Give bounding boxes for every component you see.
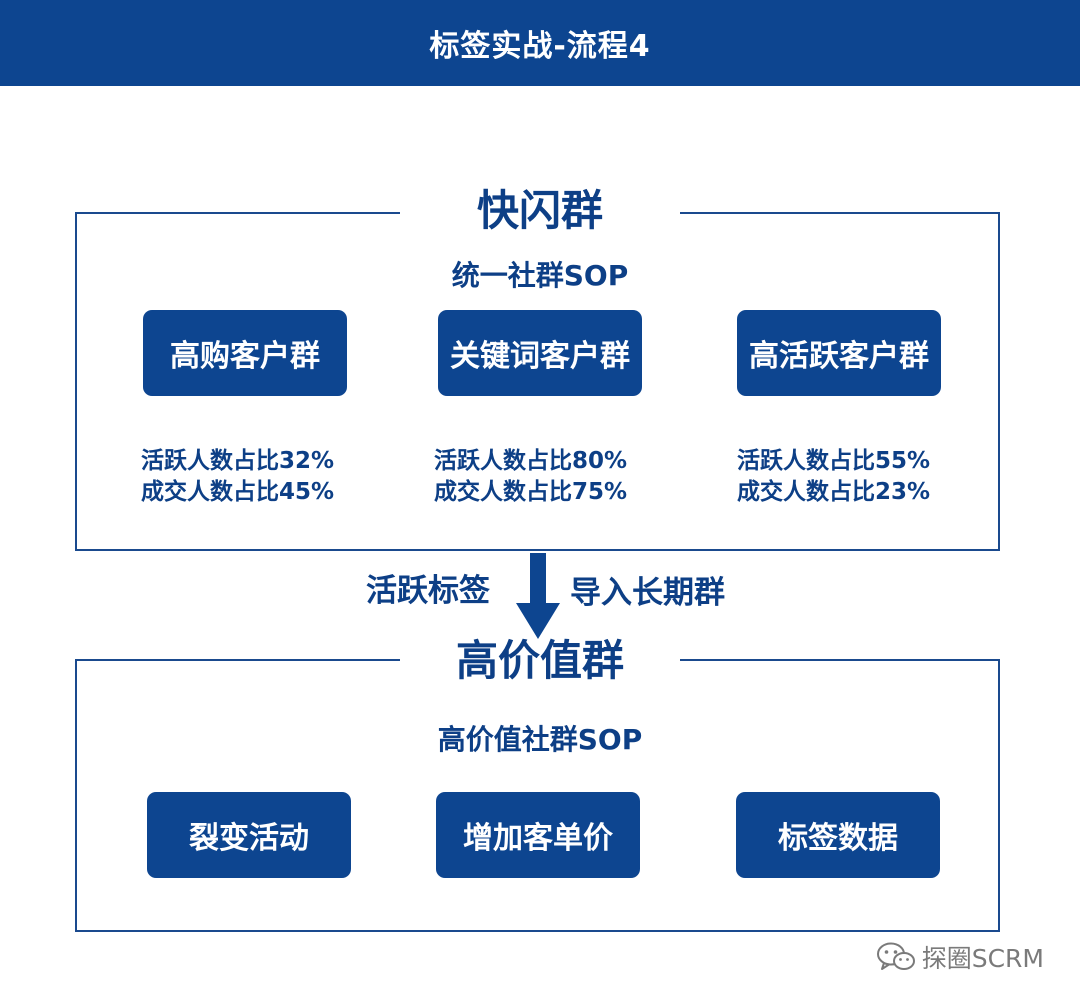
flow-left-label: 活跃标签 [366, 573, 490, 609]
deal-ratio: 成交人数占比45% [141, 479, 335, 505]
group-stats-high-active: 活跃人数占比55% 成交人数占比23% [737, 446, 997, 508]
header-title: 标签实战-流程4 [429, 29, 651, 64]
group-stats-keyword: 活跃人数占比80% 成交人数占比75% [434, 446, 694, 508]
wechat-icon [876, 942, 915, 970]
group-stats-high-purchase: 活跃人数占比32% 成交人数占比45% [141, 446, 401, 508]
watermark: 探圈SCRM [876, 939, 1044, 975]
active-ratio: 活跃人数占比55% [737, 448, 931, 474]
group-box-label: 高活跃客户群 [749, 339, 929, 374]
active-ratio: 活跃人数占比32% [141, 448, 335, 474]
header-banner: 标签实战-流程4 [0, 0, 1080, 86]
item-box-tag-data: 标签数据 [736, 792, 940, 878]
flow-right-label: 导入长期群 [570, 575, 725, 611]
high-value-group-title: 高价值群 [455, 636, 624, 685]
group-box-label: 高购客户群 [170, 339, 320, 374]
group-box-high-purchase: 高购客户群 [143, 310, 347, 396]
fast-group-title: 快闪群 [476, 186, 603, 235]
down-arrow-icon [516, 553, 560, 639]
watermark-text: 探圈SCRM [921, 944, 1044, 973]
item-box-label: 标签数据 [778, 821, 898, 856]
active-ratio: 活跃人数占比80% [434, 448, 628, 474]
item-box-increase-order-value: 增加客单价 [436, 792, 640, 878]
item-box-label: 裂变活动 [189, 821, 309, 856]
high-value-group-subtitle: 高价值社群SOP [437, 723, 643, 756]
group-box-label: 关键词客户群 [450, 339, 630, 374]
deal-ratio: 成交人数占比23% [737, 479, 931, 505]
group-box-keyword: 关键词客户群 [438, 310, 642, 396]
item-box-label: 增加客单价 [463, 821, 613, 856]
group-box-high-active: 高活跃客户群 [737, 310, 941, 396]
fast-group-subtitle: 统一社群SOP [451, 259, 629, 292]
item-box-fission: 裂变活动 [147, 792, 351, 878]
deal-ratio: 成交人数占比75% [434, 479, 628, 505]
